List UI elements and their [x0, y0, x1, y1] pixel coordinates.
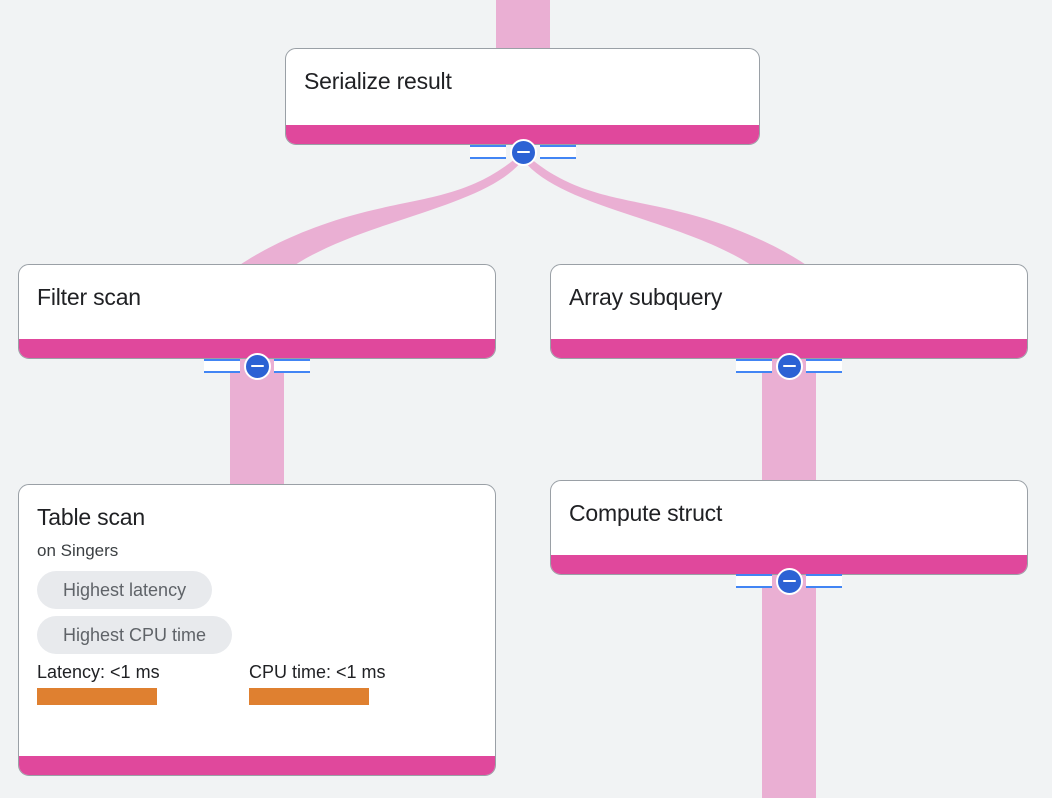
node-filter-scan-body: Filter scan: [19, 265, 495, 358]
handle-rail-left: [204, 359, 240, 373]
minus-circle-icon[interactable]: [243, 352, 271, 380]
node-footer-accent: [551, 555, 1027, 574]
edge-serialize-result-to-array-subquery: [523, 152, 816, 272]
node-table-scan-body: Table scan on Singers Highest latency Hi…: [19, 485, 495, 775]
minus-circle-icon[interactable]: [775, 352, 803, 380]
edge-incoming-top: [496, 0, 550, 52]
metric-cpu-time-label: CPU time: <1 ms: [249, 662, 386, 682]
node-metric-list: Latency: <1 ms CPU time: <1 ms: [37, 661, 477, 705]
collapse-handle-array-subquery[interactable]: [736, 351, 842, 381]
node-array-subquery[interactable]: Array subquery: [550, 264, 1028, 359]
node-compute-struct[interactable]: Compute struct: [550, 480, 1028, 575]
minus-circle-icon[interactable]: [775, 567, 803, 595]
node-badge-list: Highest latency Highest CPU time: [37, 571, 477, 654]
node-title: Filter scan: [37, 284, 141, 310]
node-title: Serialize result: [304, 68, 452, 94]
handle-rail-right: [540, 145, 576, 159]
collapse-handle-filter-scan[interactable]: [204, 351, 310, 381]
metric-latency-label: Latency: <1 ms: [37, 662, 160, 682]
node-table-scan[interactable]: Table scan on Singers Highest latency Hi…: [18, 484, 496, 776]
node-filter-scan[interactable]: Filter scan: [18, 264, 496, 359]
node-title: Compute struct: [569, 500, 723, 526]
edge-compute-struct-to-bottom: [762, 568, 816, 798]
handle-rail-right: [274, 359, 310, 373]
node-footer-accent: [286, 125, 759, 144]
handle-rail-right: [806, 359, 842, 373]
node-array-subquery-body: Array subquery: [551, 265, 1027, 358]
node-title: Array subquery: [569, 284, 723, 310]
handle-rail-left: [736, 574, 772, 588]
node-serialize-result-body: Serialize result: [286, 49, 759, 144]
node-subtitle: on Singers: [37, 541, 119, 560]
badge-highest-latency: Highest latency: [37, 571, 213, 609]
collapse-handle-compute-struct[interactable]: [736, 566, 842, 596]
handle-rail-left: [736, 359, 772, 373]
node-footer-accent: [551, 339, 1027, 358]
metric-cpu-time: CPU time: <1 ms: [249, 661, 461, 705]
node-compute-struct-body: Compute struct: [551, 481, 1027, 574]
metric-cpu-time-bar: [249, 688, 369, 705]
node-title: Table scan: [37, 504, 145, 530]
edge-serialize-result-to-filter-scan: [230, 152, 523, 272]
collapse-handle-serialize-result[interactable]: [470, 137, 576, 167]
handle-rail-left: [470, 145, 506, 159]
handle-rail-right: [806, 574, 842, 588]
node-serialize-result[interactable]: Serialize result: [285, 48, 760, 145]
minus-circle-icon[interactable]: [509, 138, 537, 166]
node-footer-accent: [19, 756, 495, 775]
metric-latency: Latency: <1 ms: [37, 661, 249, 705]
metric-latency-bar: [37, 688, 157, 705]
node-footer-accent: [19, 339, 495, 358]
badge-highest-cpu-time: Highest CPU time: [37, 616, 233, 654]
